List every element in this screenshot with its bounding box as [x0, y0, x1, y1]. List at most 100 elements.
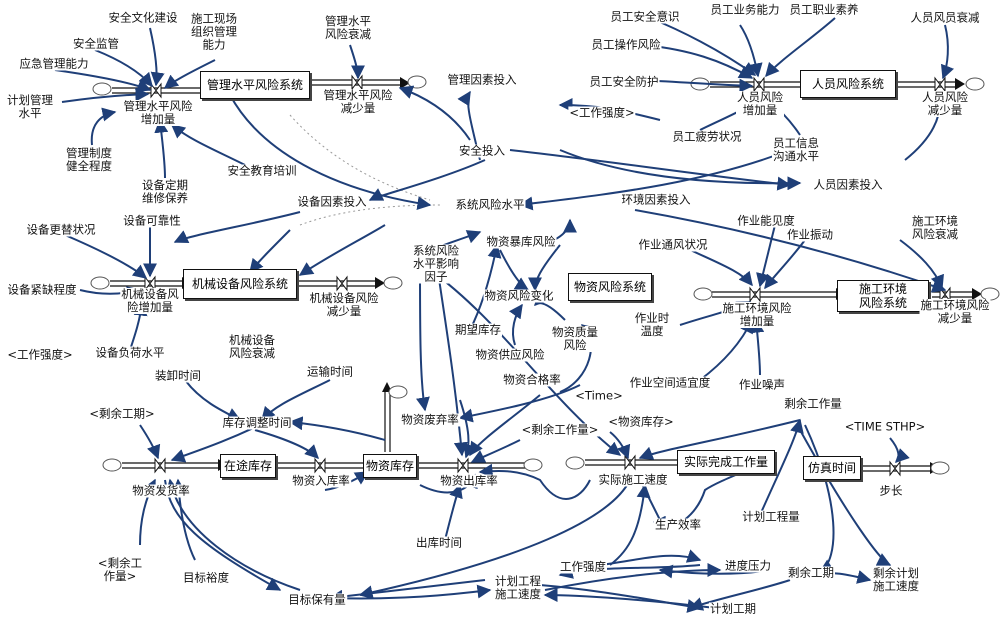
variable-safety-training: 安全教育培训: [226, 163, 298, 178]
variable-equip-decay: 机械设备 风险衰减: [228, 333, 276, 360]
variable-work-intensity: 工作强度: [559, 559, 607, 574]
valve-step: [889, 460, 901, 477]
variable-productivity: 生产效率: [654, 517, 702, 532]
cloud-icon: [965, 77, 985, 91]
cloud-icon: [90, 276, 110, 290]
variable-target-margin: 目标裕度: [182, 570, 230, 585]
variable-staff-in: 人员风险 增加量: [736, 90, 784, 117]
cloud-icon: [407, 75, 427, 89]
variable-remaining-work-g2: <剩余工 作量>: [96, 556, 144, 583]
valve-equip-out: [336, 275, 348, 292]
valve-ship: [154, 457, 166, 474]
variable-comm: 员工信息 沟通水平: [772, 136, 820, 163]
variable-stock-g: <物资库存>: [607, 414, 675, 429]
valve-out-rate: [457, 457, 469, 474]
variable-fatigue: 员工疲劳状况: [671, 129, 743, 144]
pipe-scrap: [384, 392, 391, 452]
variable-out-rate: 物资出库率: [439, 473, 499, 488]
variable-time-g: <Time>: [574, 388, 624, 403]
stock-transit: 在途库存: [220, 454, 276, 478]
variable-plan-work: 计划工程量: [741, 509, 801, 524]
cloud-icon: [102, 458, 122, 472]
variable-mgmt-in: 管理水平风险 增加量: [122, 99, 194, 126]
valve-env-in: [749, 286, 761, 303]
stock-env-sys: 施工环境 风险系统: [837, 280, 929, 312]
variable-plan-mgmt: 计划管理 水平: [6, 93, 54, 120]
stock-material-sys: 物资风险系统: [568, 273, 652, 301]
variable-staff-awareness: 员工安全意识: [609, 9, 681, 24]
variable-remaining-work-g1: <剩余工作量>: [520, 422, 600, 437]
variable-remaining-work: 剩余工作量: [783, 396, 843, 411]
variable-visibility: 作业能见度: [736, 213, 796, 228]
variable-env-in: 施工环境风险 增加量: [721, 301, 793, 328]
valve-mgmt-in: [150, 82, 162, 99]
variable-equip-load: 设备负荷水平: [94, 345, 166, 360]
variable-staff-protect: 员工安全防护: [588, 74, 660, 89]
pipe-material: [122, 462, 525, 469]
pipe-env: [712, 291, 972, 298]
variable-work-intensity-g1: <工作强度>: [568, 105, 636, 120]
variable-sys-risk: 系统风险水平: [454, 197, 526, 212]
variable-env-invest: 环境因素投入: [620, 192, 692, 207]
stock-staff-sys: 人员风险系统: [800, 70, 896, 98]
variable-material-exposure: 物资暴库风险: [485, 234, 557, 249]
variable-schedule-pressure: 进度压力: [724, 558, 772, 573]
stock-done-work: 实际完成工作量: [677, 450, 775, 474]
pipe-time: [862, 465, 930, 472]
variable-mgmt-out: 管理水平风险 减少量: [322, 88, 394, 115]
variable-plan-period: 计划工期: [709, 601, 757, 616]
variable-ship-rate: 物资发货率: [131, 483, 191, 498]
cloud-icon: [523, 458, 543, 472]
variable-material-quality: 物资质量 风险: [551, 325, 599, 352]
clouds: [90, 75, 1000, 475]
valve-in-rate: [314, 457, 326, 474]
variable-equip-in: 机械设备风 险增加量: [120, 287, 180, 314]
variable-equip-update: 设备更替状况: [25, 222, 97, 237]
cloud-icon: [388, 385, 408, 399]
variable-mgmt-rules: 管理制度 健全程度: [65, 146, 113, 173]
variable-in-rate: 物资入库率: [291, 473, 351, 488]
variable-unload-time: 装卸时间: [154, 368, 202, 383]
stock-sim-time: 仿真时间: [803, 456, 861, 480]
variable-site-mgmt: 施工现场 组织管理 能力: [190, 11, 238, 52]
variable-staff-op-risk: 员工操作风险: [590, 37, 662, 52]
variable-emergency: 应急管理能力: [18, 56, 90, 71]
variable-plan-speed: 计划工程 施工速度: [494, 574, 542, 601]
variable-actual-speed: 实际施工速度: [597, 472, 669, 487]
stock-inventory: 物资库存: [363, 454, 417, 478]
variable-supply-risk: 物资供应风险: [474, 347, 546, 362]
variable-remaining-period: 剩余工期: [787, 565, 835, 580]
variable-out-time: 出库时间: [415, 535, 463, 550]
variable-staff-decay: 人员风员衰减: [909, 10, 981, 25]
cloud-icon: [693, 287, 713, 301]
variable-equip-invest: 设备因素投入: [296, 194, 368, 209]
valve-staff-in: [753, 76, 765, 93]
stock-mgmt-sys: 管理水平风险系统: [200, 71, 310, 99]
variable-mgmt-invest: 管理因素投入: [446, 72, 518, 87]
valve-actual: [624, 454, 636, 471]
variable-safety-culture: 安全文化建设: [107, 10, 179, 25]
pipe-work: [585, 459, 677, 466]
variable-scrap-rate: 物资废弃率: [400, 412, 460, 427]
variable-material-change: 物资风险变化: [483, 288, 555, 303]
cloud-icon: [565, 456, 585, 470]
variable-time-step-g: <TIME STHP>: [843, 419, 927, 434]
variable-safety-supervision: 安全监管: [72, 36, 120, 51]
variable-noise: 作业噪声: [738, 377, 786, 392]
variable-staff-out: 人员风险 减少量: [921, 90, 969, 117]
flow-pipes: [110, 79, 972, 472]
variable-stock-adj-time: 库存调整时间: [221, 415, 293, 430]
variable-vibration: 作业振动: [786, 227, 834, 242]
variable-space: 作业空间适宜度: [628, 375, 712, 390]
variable-env-out: 施工环境风险 减少量: [919, 298, 991, 325]
cloud-icon: [92, 82, 112, 96]
variable-equip-reliability: 设备可靠性: [122, 213, 182, 228]
variable-remaining-plan-speed: 剩余计划 施工速度: [872, 566, 920, 593]
variable-step: 步长: [878, 483, 904, 498]
variable-ventilation: 作业通风状况: [637, 237, 709, 252]
variable-pass-rate: 物资合格率: [502, 372, 562, 387]
variable-staff-ability: 员工业务能力: [709, 2, 781, 17]
stock-equip-sys: 机械设备风险系统: [183, 269, 297, 299]
variable-temperature: 作业时 温度: [633, 311, 671, 338]
variable-work-intensity-g2: <工作强度>: [6, 347, 74, 362]
